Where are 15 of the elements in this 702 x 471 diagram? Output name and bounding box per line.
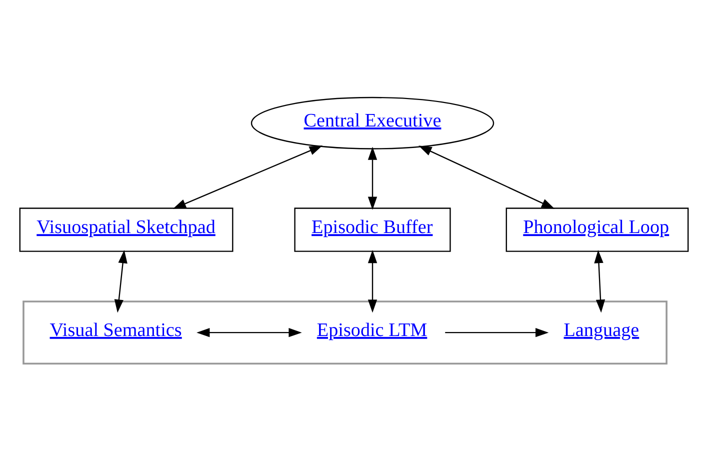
- arrow: [196, 328, 302, 338]
- arrow: [445, 328, 549, 338]
- arrow: [172, 145, 323, 209]
- arrow: [114, 250, 128, 313]
- node-text: Language: [564, 320, 640, 341]
- node-box: Phonological Loop: [506, 208, 689, 252]
- arrow: [368, 250, 378, 313]
- node-box: Episodic Buffer: [294, 208, 451, 252]
- node-text: Episodic LTM: [316, 320, 428, 341]
- arrow: [418, 146, 555, 209]
- node-box: Visuospatial Sketchpad: [19, 208, 234, 252]
- node-ellipse: Central Executive: [250, 96, 494, 150]
- node-text: Visual Semantics: [50, 320, 182, 341]
- arrow: [368, 146, 378, 210]
- arrow: [594, 250, 606, 313]
